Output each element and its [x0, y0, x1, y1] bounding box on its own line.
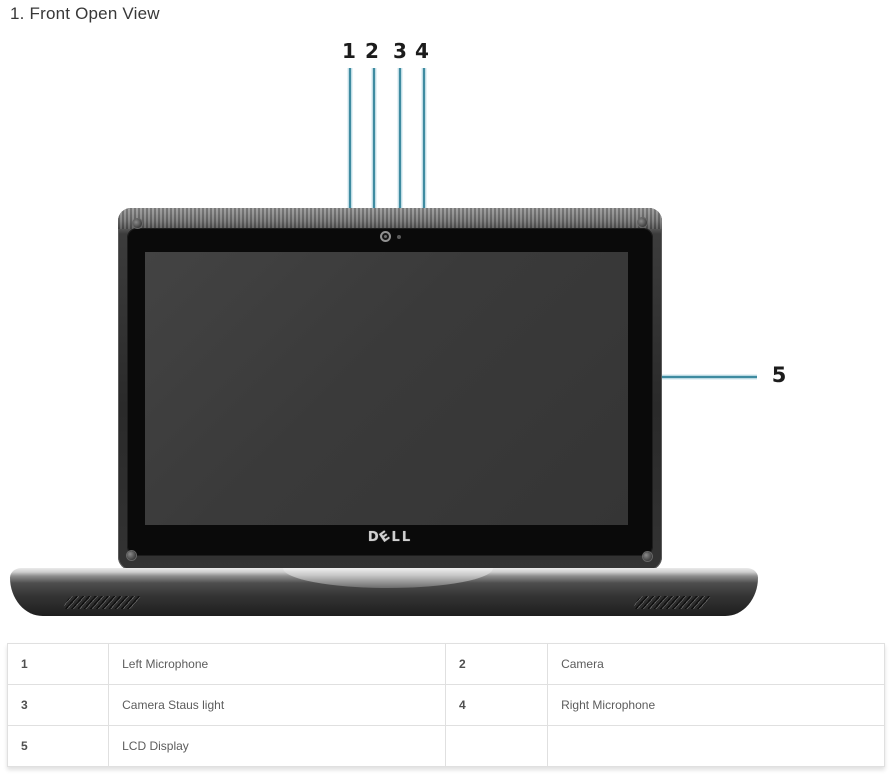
bezel-screw-top-left [133, 219, 142, 228]
laptop-lid: DELL [118, 208, 662, 570]
page-title: 1. Front Open View [10, 4, 160, 23]
bezel-screw-bottom-left [127, 551, 136, 560]
table-cell-label: Right Microphone [547, 684, 885, 726]
table-cell-label: LCD Display [108, 725, 446, 767]
camera-icon [380, 231, 391, 242]
table-cell-label: Camera [547, 643, 885, 685]
callout-number-3: 3 [393, 39, 407, 63]
table-cell-number: 5 [6, 725, 110, 767]
table-cell-number: 4 [444, 684, 549, 726]
dell-logo: DELL [118, 527, 662, 546]
table-row: 3 Camera Staus light 4 Right Microphone [6, 684, 885, 726]
table-cell-number: 1 [6, 643, 110, 685]
table-cell-label [547, 725, 885, 767]
lid-latch-notch [283, 568, 493, 588]
table-cell-label: Camera Staus light [108, 684, 446, 726]
lcd-display [145, 252, 628, 525]
bezel-screw-bottom-right [643, 552, 652, 561]
callout-number-2: 2 [365, 39, 379, 63]
callout-legend-table: 1 Left Microphone 2 Camera 3 Camera Stau… [6, 643, 885, 767]
callout-number-5: 5 [771, 363, 787, 387]
callout-number-1: 1 [342, 39, 356, 63]
table-row: 5 LCD Display [6, 725, 885, 767]
camera-status-light [397, 235, 401, 239]
speaker-grille-right [631, 596, 713, 609]
table-cell-number [444, 725, 549, 767]
bezel-screw-top-right [638, 218, 647, 227]
laptop-base [10, 568, 758, 616]
logo-letter-d: D [367, 530, 381, 545]
table-cell-label: Left Microphone [108, 643, 446, 685]
table-cell-number: 2 [444, 643, 549, 685]
table-cell-number: 3 [6, 684, 110, 726]
callout-number-4: 4 [415, 39, 429, 63]
logo-letters-ll: LL [391, 530, 413, 545]
table-row: 1 Left Microphone 2 Camera [6, 643, 885, 685]
speaker-grille-left [61, 596, 143, 609]
